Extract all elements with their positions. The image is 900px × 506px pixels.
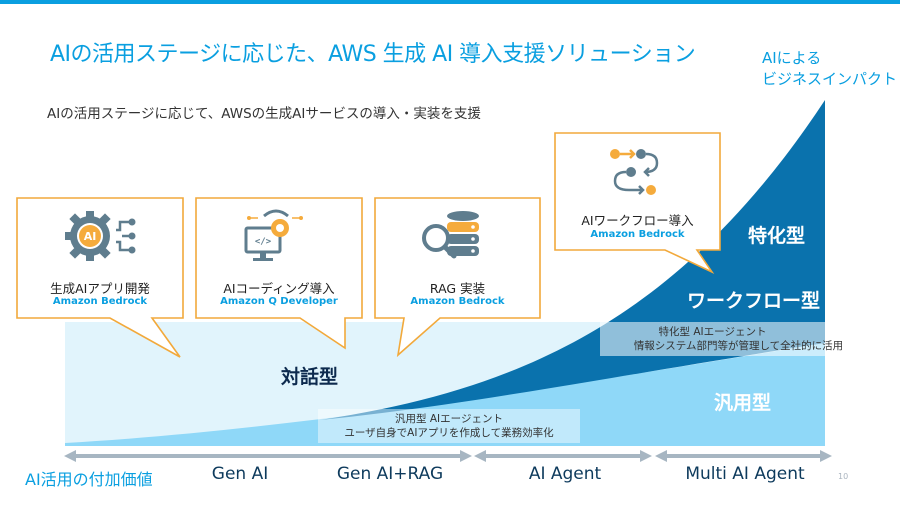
region-label-workflow: ワークフロー型	[687, 290, 821, 312]
card-title: AIコーディング導入	[223, 281, 335, 296]
bubble-2-shape	[195, 197, 363, 350]
stage-arrows	[64, 450, 832, 462]
card-genai-app: 生成AIアプリ開発 Amazon Bedrock	[17, 198, 183, 318]
page-title: AIの活用ステージに応じた、AWS 生成 AI 導入支援ソリューション	[50, 42, 696, 67]
region-label-general: 汎用型	[714, 392, 772, 414]
card-ai-workflow: AIワークフロー導入 Amazon Bedrock	[555, 133, 720, 250]
top-accent-bar	[0, 0, 900, 4]
bubble-1-shape	[16, 197, 184, 358]
bubble-4-shape	[554, 132, 721, 274]
card-product: Amazon Bedrock	[410, 296, 505, 307]
region-label-specialized: 特化型	[748, 225, 806, 247]
value-axis-label: AI活用の付加価値	[25, 470, 153, 489]
note-line2: ユーザ自身でAIアプリを作成して業務効率化	[344, 427, 554, 439]
page-subtitle: AIの活用ステージに応じて、AWSの生成AIサービスの導入・実装を支援	[47, 106, 481, 122]
arrow-head-right-3	[820, 450, 832, 462]
card-product: Amazon Q Developer	[220, 296, 338, 307]
card-title: RAG 実装	[429, 281, 486, 296]
impact-label-line1: AIによる	[762, 49, 822, 67]
impact-axis-label: AIによる ビジネスインパクト	[762, 48, 897, 90]
region-label-conversational: 対話型	[281, 366, 339, 388]
note-line1: 特化型 AIエージェント	[658, 326, 767, 338]
card-ai-coding: AIコーディング導入 Amazon Q Developer	[196, 198, 362, 318]
arrow-head-left-3	[655, 450, 667, 462]
arrow-head-right-2	[640, 450, 652, 462]
general-region	[65, 343, 825, 446]
arrow-head-right-1	[460, 450, 472, 462]
card-rag: RAG 実装 Amazon Bedrock	[375, 198, 540, 318]
arrow-head-left-2	[474, 450, 486, 462]
database-search-icon	[422, 211, 479, 259]
note-line2: 情報システム部門等が管理して全社的に活用	[633, 340, 844, 352]
stage-gen-ai-rag: Gen AI+RAG	[336, 464, 444, 484]
workflow-icon	[610, 149, 659, 195]
svg-text:</>: </>	[255, 237, 272, 247]
stage-ai-agent: AI Agent	[528, 464, 602, 484]
note-specialized-agent: 特化型 AIエージェント 情報システム部門等が管理して全社的に活用	[600, 322, 843, 356]
svg-text:AI: AI	[84, 230, 97, 243]
stage-gen-ai: Gen AI	[211, 464, 269, 484]
card-product: Amazon Bedrock	[52, 296, 148, 307]
page-number: 10	[838, 472, 849, 481]
note-general-agent: 汎用型 AIエージェント ユーザ自身でAIアプリを作成して業務効率化	[318, 409, 580, 443]
arrow-head-left-1	[64, 450, 76, 462]
card-title: AIワークフロー導入	[581, 213, 694, 228]
card-product: Amazon Bedrock	[590, 229, 685, 240]
bubble-3-shape	[374, 197, 541, 358]
stage-multi-ai-agent: Multi AI Agent	[685, 464, 805, 484]
impact-label-line2: ビジネスインパクト	[762, 70, 898, 88]
note-line1: 汎用型 AIエージェント	[395, 413, 503, 425]
monitor-code-brain-icon: </>	[244, 209, 303, 261]
card-title: 生成AIアプリ開発	[50, 281, 150, 296]
